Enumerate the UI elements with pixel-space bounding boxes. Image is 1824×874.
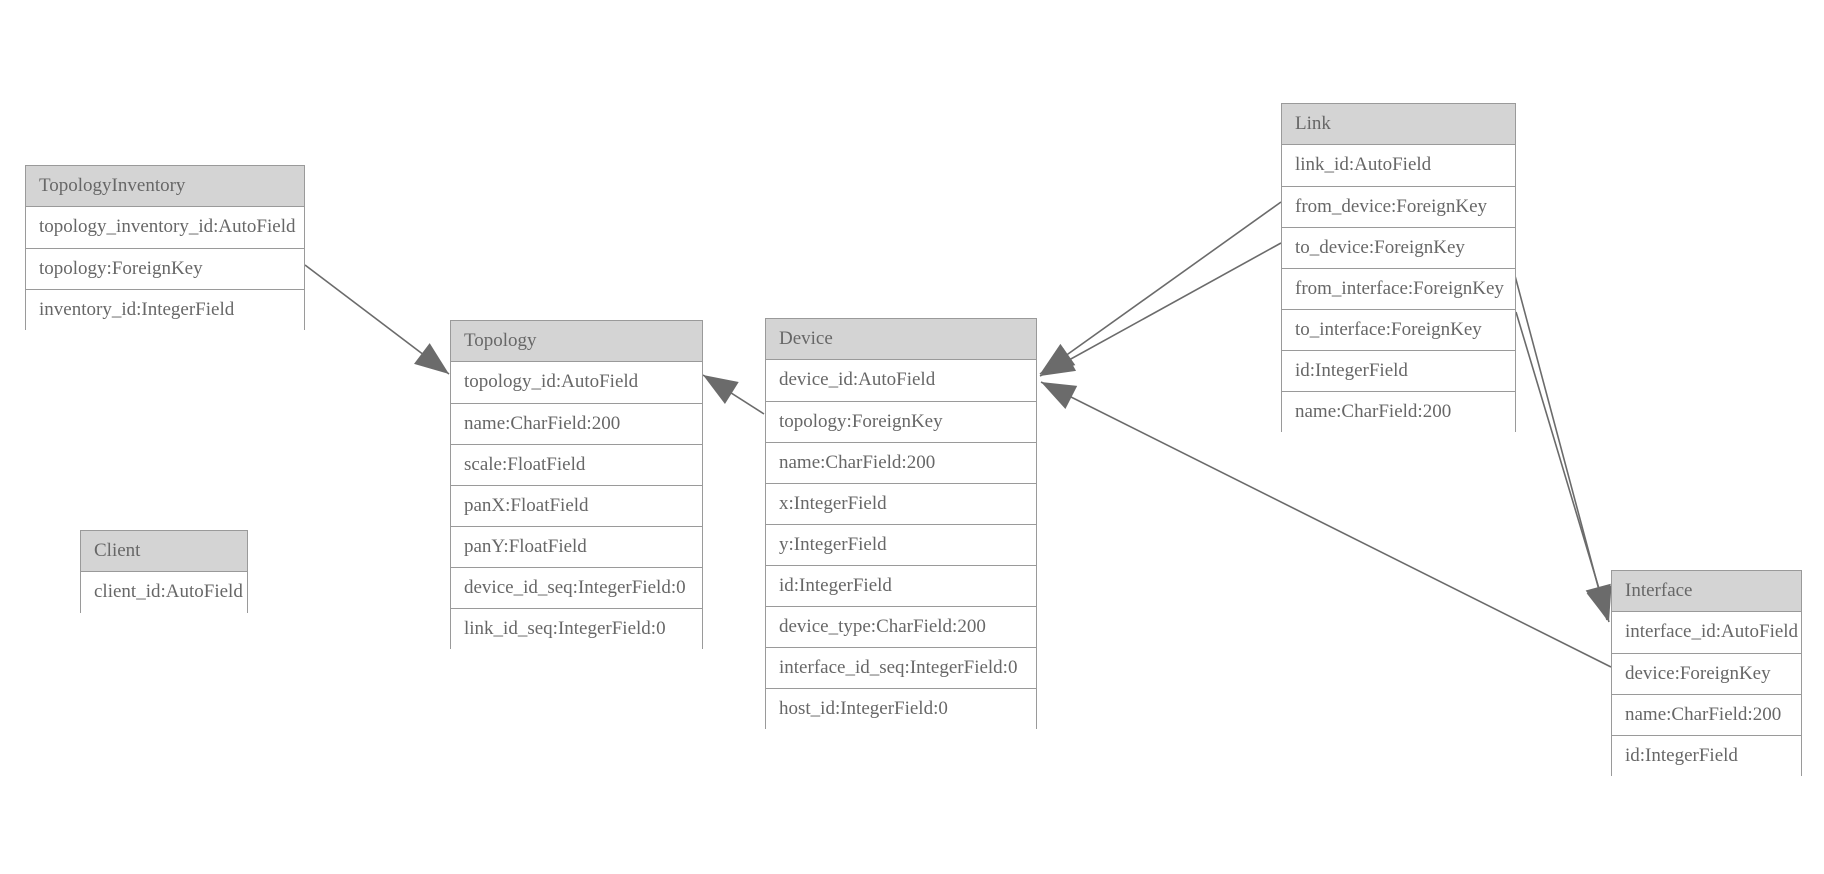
entity-field-row: to_interface:ForeignKey — [1282, 309, 1515, 350]
entity-field-row: topology_id:AutoField — [451, 362, 702, 403]
entity-title-device: Device — [766, 319, 1036, 360]
relation-arrowhead — [1040, 348, 1077, 376]
relation-rel-link-tointerface — [1515, 311, 1612, 623]
entity-field-row: topology_inventory_id:AutoField — [26, 207, 304, 248]
entity-field-row: interface_id:AutoField — [1612, 612, 1801, 653]
entity-field-row: id:IntegerField — [1612, 735, 1801, 776]
entity-field-row: topology:ForeignKey — [766, 401, 1036, 442]
relation-line — [1513, 271, 1608, 621]
entity-field-row: name:CharField:200 — [1612, 694, 1801, 735]
relation-rel-link-frominterface — [1513, 271, 1611, 621]
relation-rel-link-fromdevice — [1039, 201, 1282, 375]
relation-line — [304, 264, 450, 375]
entity-field-row: name:CharField:200 — [766, 442, 1036, 483]
entity-title-link: Link — [1282, 104, 1515, 145]
entity-field-row: name:CharField:200 — [451, 403, 702, 444]
entity-field-row: scale:FloatField — [451, 444, 702, 485]
relation-line — [1515, 311, 1610, 623]
entity-field-row: link_id_seq:IntegerField:0 — [451, 608, 702, 649]
entity-field-row: x:IntegerField — [766, 483, 1036, 524]
entity-field-row: panY:FloatField — [451, 526, 702, 567]
entity-field-row: interface_id_seq:IntegerField:0 — [766, 647, 1036, 688]
entity-field-row: id:IntegerField — [1282, 350, 1515, 391]
entity-field-row: topology:ForeignKey — [26, 248, 304, 289]
entity-title-topology_inventory: TopologyInventory — [26, 166, 304, 207]
entity-field-row: from_interface:ForeignKey — [1282, 268, 1515, 309]
entity-field-row: device_type:CharField:200 — [766, 606, 1036, 647]
entity-field-row: link_id:AutoField — [1282, 145, 1515, 186]
relation-arrowhead — [1041, 382, 1078, 410]
entity-field-row: inventory_id:IntegerField — [26, 289, 304, 330]
entity-field-row: from_device:ForeignKey — [1282, 186, 1515, 227]
entity-field-row: panX:FloatField — [451, 485, 702, 526]
entity-field-row: to_device:ForeignKey — [1282, 227, 1515, 268]
relation-rel-topologyinventory-topology — [304, 264, 450, 375]
entity-title-client: Client — [81, 531, 247, 572]
entity-field-row: host_id:IntegerField:0 — [766, 688, 1036, 729]
relation-rel-device-topology — [702, 374, 765, 415]
entity-field-row: name:CharField:200 — [1282, 391, 1515, 432]
entity-field-row: device:ForeignKey — [1612, 653, 1801, 694]
entity-field-row: device_id_seq:IntegerField:0 — [451, 567, 702, 608]
entity-title-interface: Interface — [1612, 571, 1801, 612]
relation-line — [1039, 201, 1282, 375]
entity-field-row: y:IntegerField — [766, 524, 1036, 565]
relation-line — [702, 374, 765, 415]
relation-rel-link-todevice — [1039, 242, 1282, 377]
relation-arrowhead — [1040, 343, 1076, 374]
entity-field-row: id:IntegerField — [766, 565, 1036, 606]
relation-line — [1039, 242, 1282, 377]
entity-field-row: device_id:AutoField — [766, 360, 1036, 401]
entity-title-topology: Topology — [451, 321, 702, 362]
entity-field-row: client_id:AutoField — [81, 572, 247, 613]
